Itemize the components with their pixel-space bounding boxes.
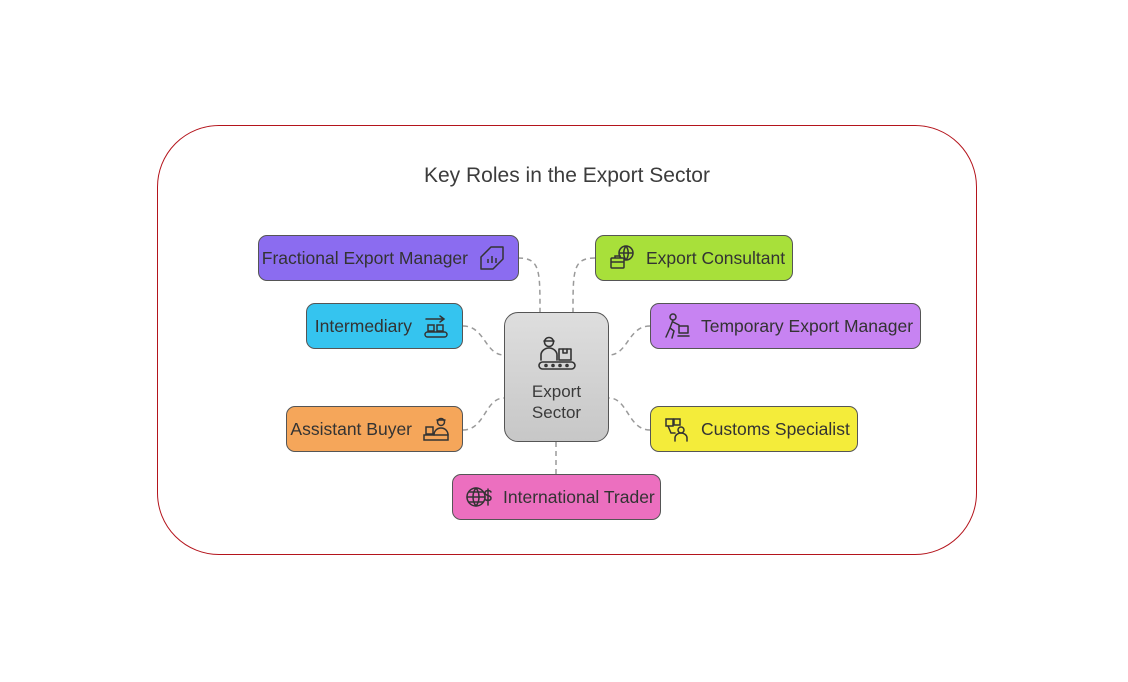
role-label: Fractional Export Manager [261, 247, 468, 268]
diagram-frame [157, 125, 977, 555]
center-label-line1: Export [531, 381, 582, 401]
role-temporary-export-manager: Temporary Export Manager [650, 303, 921, 349]
center-node-export-sector: Export Sector [504, 312, 609, 442]
role-label: Temporary Export Manager [701, 315, 914, 336]
connector-temporary-export-manager [608, 325, 651, 356]
conveyor-arrow-icon [422, 312, 450, 340]
connector-intermediary [462, 325, 505, 356]
worker-conveyor-icon [535, 332, 579, 381]
role-intermediary: Intermediary [306, 303, 463, 349]
center-label-line2: Sector [531, 402, 582, 422]
role-assistant-buyer: Assistant Buyer [286, 406, 463, 452]
globe-dollar-icon [465, 483, 493, 511]
connector-assistant-buyer [462, 397, 505, 431]
connector-fractional-export-manager [517, 257, 541, 313]
role-label: Export Consultant [646, 247, 786, 268]
person-desk-icon [663, 312, 691, 340]
connector-export-consultant [572, 257, 596, 313]
role-label: Intermediary [314, 315, 412, 336]
shopkeeper-icon [422, 415, 450, 443]
role-label: International Trader [503, 486, 655, 507]
role-label: Customs Specialist [701, 418, 850, 439]
chart-tag-icon [478, 244, 506, 272]
globe-briefcase-icon [608, 244, 636, 272]
inspector-boxes-icon [663, 415, 691, 443]
role-fractional-export-manager: Fractional Export Manager [258, 235, 519, 281]
role-customs-specialist: Customs Specialist [650, 406, 858, 452]
diagram-title: Key Roles in the Export Sector [424, 164, 710, 187]
role-international-trader: International Trader [452, 474, 661, 520]
role-export-consultant: Export Consultant [595, 235, 793, 281]
connector-customs-specialist [608, 397, 651, 431]
role-label: Assistant Buyer [290, 418, 412, 439]
